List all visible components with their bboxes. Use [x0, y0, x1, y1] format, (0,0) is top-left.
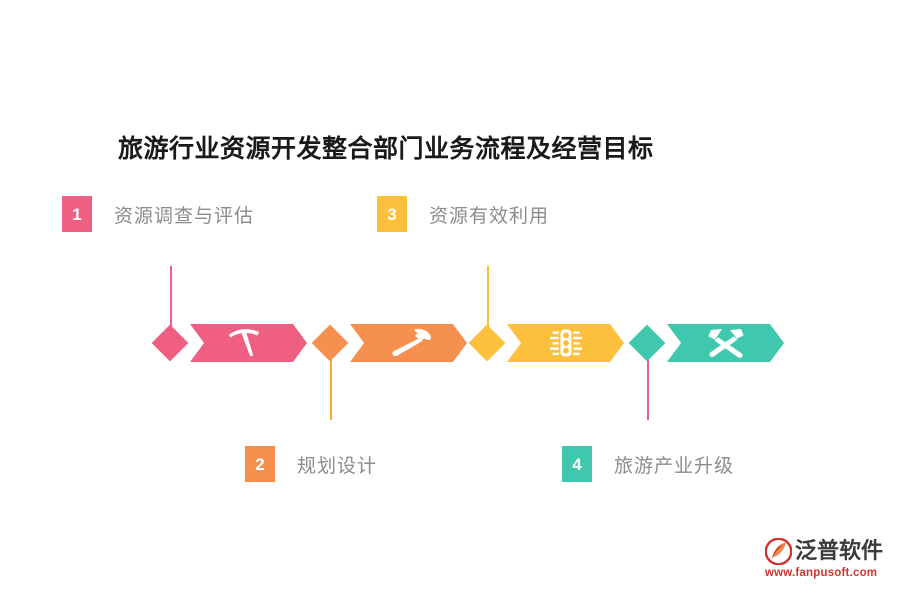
- logo-url: www.fanpusoft.com: [765, 567, 878, 579]
- logo-row: 泛普软件: [764, 536, 890, 566]
- step-marker-diamond-3[interactable]: [468, 324, 506, 362]
- pickaxe-icon: [226, 328, 272, 358]
- logo-name: 泛普软件: [795, 538, 884, 563]
- step-label-3[interactable]: 3 资源有效利用: [377, 196, 549, 232]
- step-label-text-3: 资源有效利用: [429, 205, 550, 227]
- step-marker-diamond-1[interactable]: [151, 324, 189, 362]
- step-label-1[interactable]: 1 资源调查与评估: [62, 196, 254, 232]
- step-label-2[interactable]: 2 规划设计: [245, 446, 377, 482]
- connector-stem-1: [170, 266, 172, 328]
- hammer-icon: [385, 328, 433, 358]
- step-badge-2: 2: [245, 446, 275, 482]
- step-badge-1: 1: [62, 196, 92, 232]
- crossed-hammers-icon: [700, 328, 752, 358]
- step-chevron-2[interactable]: [350, 324, 467, 362]
- step-chevron-3[interactable]: [507, 324, 624, 362]
- brand-logo[interactable]: 泛普软件 www.fanpusoft.com: [764, 536, 890, 584]
- step-label-text-4: 旅游产业升级: [614, 455, 735, 477]
- connector-stem-3: [487, 266, 489, 328]
- fanpu-logo-icon: [764, 537, 793, 565]
- step-label-text-2: 规划设计: [297, 455, 378, 477]
- step-badge-4: 4: [562, 446, 592, 482]
- step-label-4[interactable]: 4 旅游产业升级: [562, 446, 734, 482]
- step-badge-3: 3: [377, 196, 407, 232]
- step-label-text-1: 资源调查与评估: [114, 205, 255, 227]
- step-marker-diamond-4[interactable]: [628, 324, 666, 362]
- step-marker-diamond-2[interactable]: [311, 324, 349, 362]
- connector-stem-2: [330, 358, 332, 420]
- page-title: 旅游行业资源开发整合部门业务流程及经营目标: [118, 135, 654, 163]
- step-chevron-4[interactable]: [667, 324, 784, 362]
- connector-stem-4: [647, 358, 649, 420]
- traffic-light-icon: [542, 329, 590, 357]
- step-chevron-1[interactable]: [190, 324, 307, 362]
